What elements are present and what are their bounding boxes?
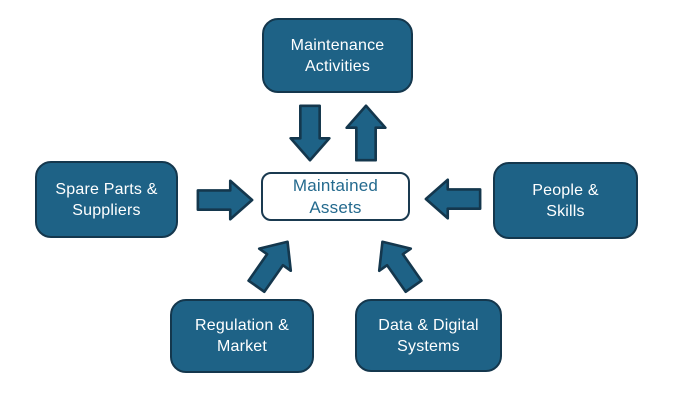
node-regulation-market: Regulation & Market: [170, 299, 314, 373]
node-label-line: Data & Digital: [378, 316, 479, 334]
node-label-line: Skills: [546, 202, 585, 220]
node-label-line: Maintenance: [290, 36, 385, 54]
node-label-line: Systems: [397, 337, 460, 355]
node-maintenance-activities: Maintenance Activities: [262, 18, 413, 93]
node-maintained-assets: Maintained Assets: [261, 172, 410, 221]
node-label-line: Regulation &: [194, 317, 290, 334]
arrow-left-icon: [424, 178, 482, 220]
arrow-up-icon: [345, 104, 387, 162]
node-people-skills: People & Skills: [493, 162, 638, 239]
arrow-up-left-icon: [377, 240, 423, 294]
node-label-line: Market: [216, 338, 268, 355]
node-label-line: People &: [532, 181, 599, 199]
center-label-line: Maintained: [292, 175, 379, 195]
arrow-down-icon: [289, 104, 331, 162]
node-label-line: Activities: [304, 57, 371, 75]
center-label-line: Assets: [309, 197, 362, 217]
node-spare-parts-suppliers: Spare Parts & Suppliers: [35, 161, 178, 238]
node-label-line: Suppliers: [72, 201, 141, 219]
arrow-right-icon: [196, 179, 254, 221]
arrow-up-right-icon: [247, 240, 293, 294]
node-data-digital-systems: Data & Digital Systems: [355, 299, 502, 372]
node-label-line: Spare Parts &: [55, 180, 158, 198]
